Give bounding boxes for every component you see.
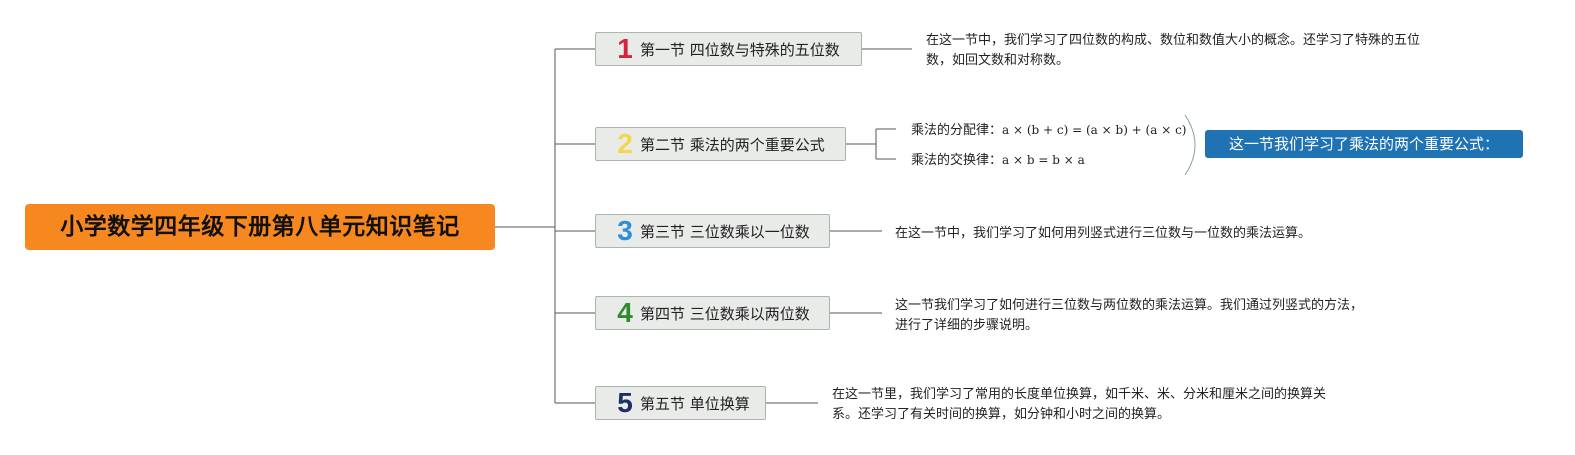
section-number: 4 [617, 297, 633, 328]
section-title: 第三节 三位数乘以一位数 [640, 222, 810, 241]
section-5-node[interactable]: 5 第五节 单位换算 [595, 386, 766, 420]
formula-expression: a × (b + c) = (a × b) + (a × c) [1002, 123, 1187, 137]
formula-commutative: 乘法的交换律：a × b = b × a [911, 151, 1085, 170]
section-1-node[interactable]: 1 第一节 四位数与特殊的五位数 [595, 32, 862, 66]
root-topic[interactable]: 小学数学四年级下册第八单元知识笔记 [25, 204, 495, 250]
section-title: 第二节 乘法的两个重要公式 [640, 135, 825, 154]
formula-distributive: 乘法的分配律：a × (b + c) = (a × b) + (a × c) [911, 121, 1186, 140]
section-2-node[interactable]: 2 第二节 乘法的两个重要公式 [595, 127, 846, 161]
section-number: 3 [617, 215, 633, 246]
section-number: 5 [617, 387, 633, 418]
section-title: 第四节 三位数乘以两位数 [640, 304, 810, 323]
section-3-node[interactable]: 3 第三节 三位数乘以一位数 [595, 214, 830, 248]
section-title: 第一节 四位数与特殊的五位数 [640, 40, 840, 59]
section-3-note: 在这一节中，我们学习了如何用列竖式进行三位数与一位数的乘法运算。 [895, 226, 1312, 241]
section-2-summary[interactable]: 这一节我们学习了乘法的两个重要公式： [1205, 130, 1523, 158]
formula-label: 乘法的分配律： [911, 123, 1003, 138]
section-title: 第五节 单位换算 [640, 394, 750, 413]
formula-label: 乘法的交换律： [911, 153, 1003, 168]
section-5-note: 在这一节里，我们学习了常用的长度单位换算，如千米、米、分米和厘米之间的换算关系。… [832, 387, 1327, 422]
section-number: 1 [617, 33, 633, 64]
section-number: 2 [617, 128, 633, 159]
formula-expression: a × b = b × a [1002, 153, 1085, 167]
section-1-note: 在这一节中，我们学习了四位数的构成、数位和数值大小的概念。还学习了特殊的五位数，… [926, 33, 1421, 68]
section-4-node[interactable]: 4 第四节 三位数乘以两位数 [595, 296, 830, 330]
section-4-note: 这一节我们学习了如何进行三位数与两位数的乘法运算。我们通过列竖式的方法，进行了详… [895, 298, 1364, 333]
